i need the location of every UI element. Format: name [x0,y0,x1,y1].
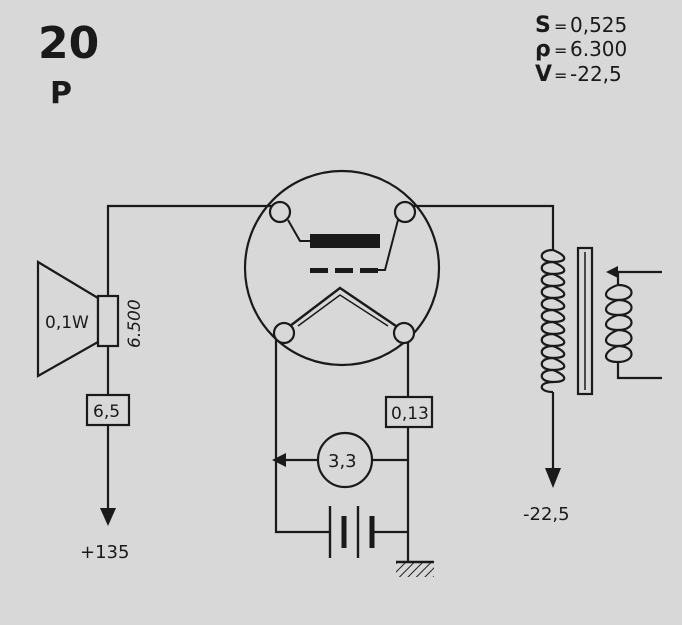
meter-value: 3,3 [328,451,357,472]
model-letter: P [50,76,72,111]
model-number: 20 [38,18,99,69]
right-box-value: 0,13 [391,404,429,424]
meter-circle: 3,3 [316,431,374,489]
wire-filament-left [274,334,330,534]
wire-speaker-anode [106,204,280,296]
tube-filament [289,286,397,327]
ground-symbol [396,560,434,577]
param-rho-equals: = [554,41,567,60]
transformer-primary-coil [540,248,566,394]
resistor-box-left: 6,5 [85,393,131,427]
param-v-symbol: V [535,62,552,87]
transformer [540,246,633,396]
arrow-minus-bias [545,468,561,488]
tube-anode-lead [287,219,310,242]
tube-anode-plate [310,234,380,248]
wire-secondary-bottom [616,362,662,380]
tube-grid-lead [378,219,399,271]
arrow-secondary-in [606,266,618,278]
param-rho-value: 6.300 [570,37,627,61]
wire-grid-transformer [405,204,555,250]
wire-secondary-top [616,270,662,285]
tube-parameters: S = 0,525 ρ = 6.300 V = -22,5 [535,13,627,87]
vacuum-tube [243,169,441,367]
tube-pin-top-right [393,200,417,224]
minus-bias-label: -22,5 [523,504,570,525]
tube-grid [310,268,378,273]
battery [328,506,375,558]
param-s-value: 0,525 [570,13,627,37]
param-v-value: -22,5 [570,62,622,86]
param-s-equals: = [554,17,567,36]
arrowheads [100,266,618,526]
speaker-power-label: 0,1W [45,313,89,333]
resistor-box-right: 0,13 [384,395,434,429]
speaker-coil [96,294,120,348]
speaker-impedance-label: 6.500 [125,299,145,348]
wiring [106,204,662,562]
param-s-symbol: S [535,13,551,38]
loudspeaker: 0,1W 6.500 [36,260,145,378]
transformer-secondary-coil [604,283,633,364]
tube-envelope [243,169,441,367]
tube-pin-bottom-right [392,321,416,345]
param-v-equals: = [554,66,567,85]
arrow-plus-supply [100,508,116,526]
tube-pin-bottom-left [272,321,296,345]
tube-pin-top-left [268,200,292,224]
plus-supply-label: +135 [80,542,129,563]
left-box-value: 6,5 [93,402,120,422]
arrow-meter-tap [272,453,286,467]
param-rho-symbol: ρ [535,37,551,62]
